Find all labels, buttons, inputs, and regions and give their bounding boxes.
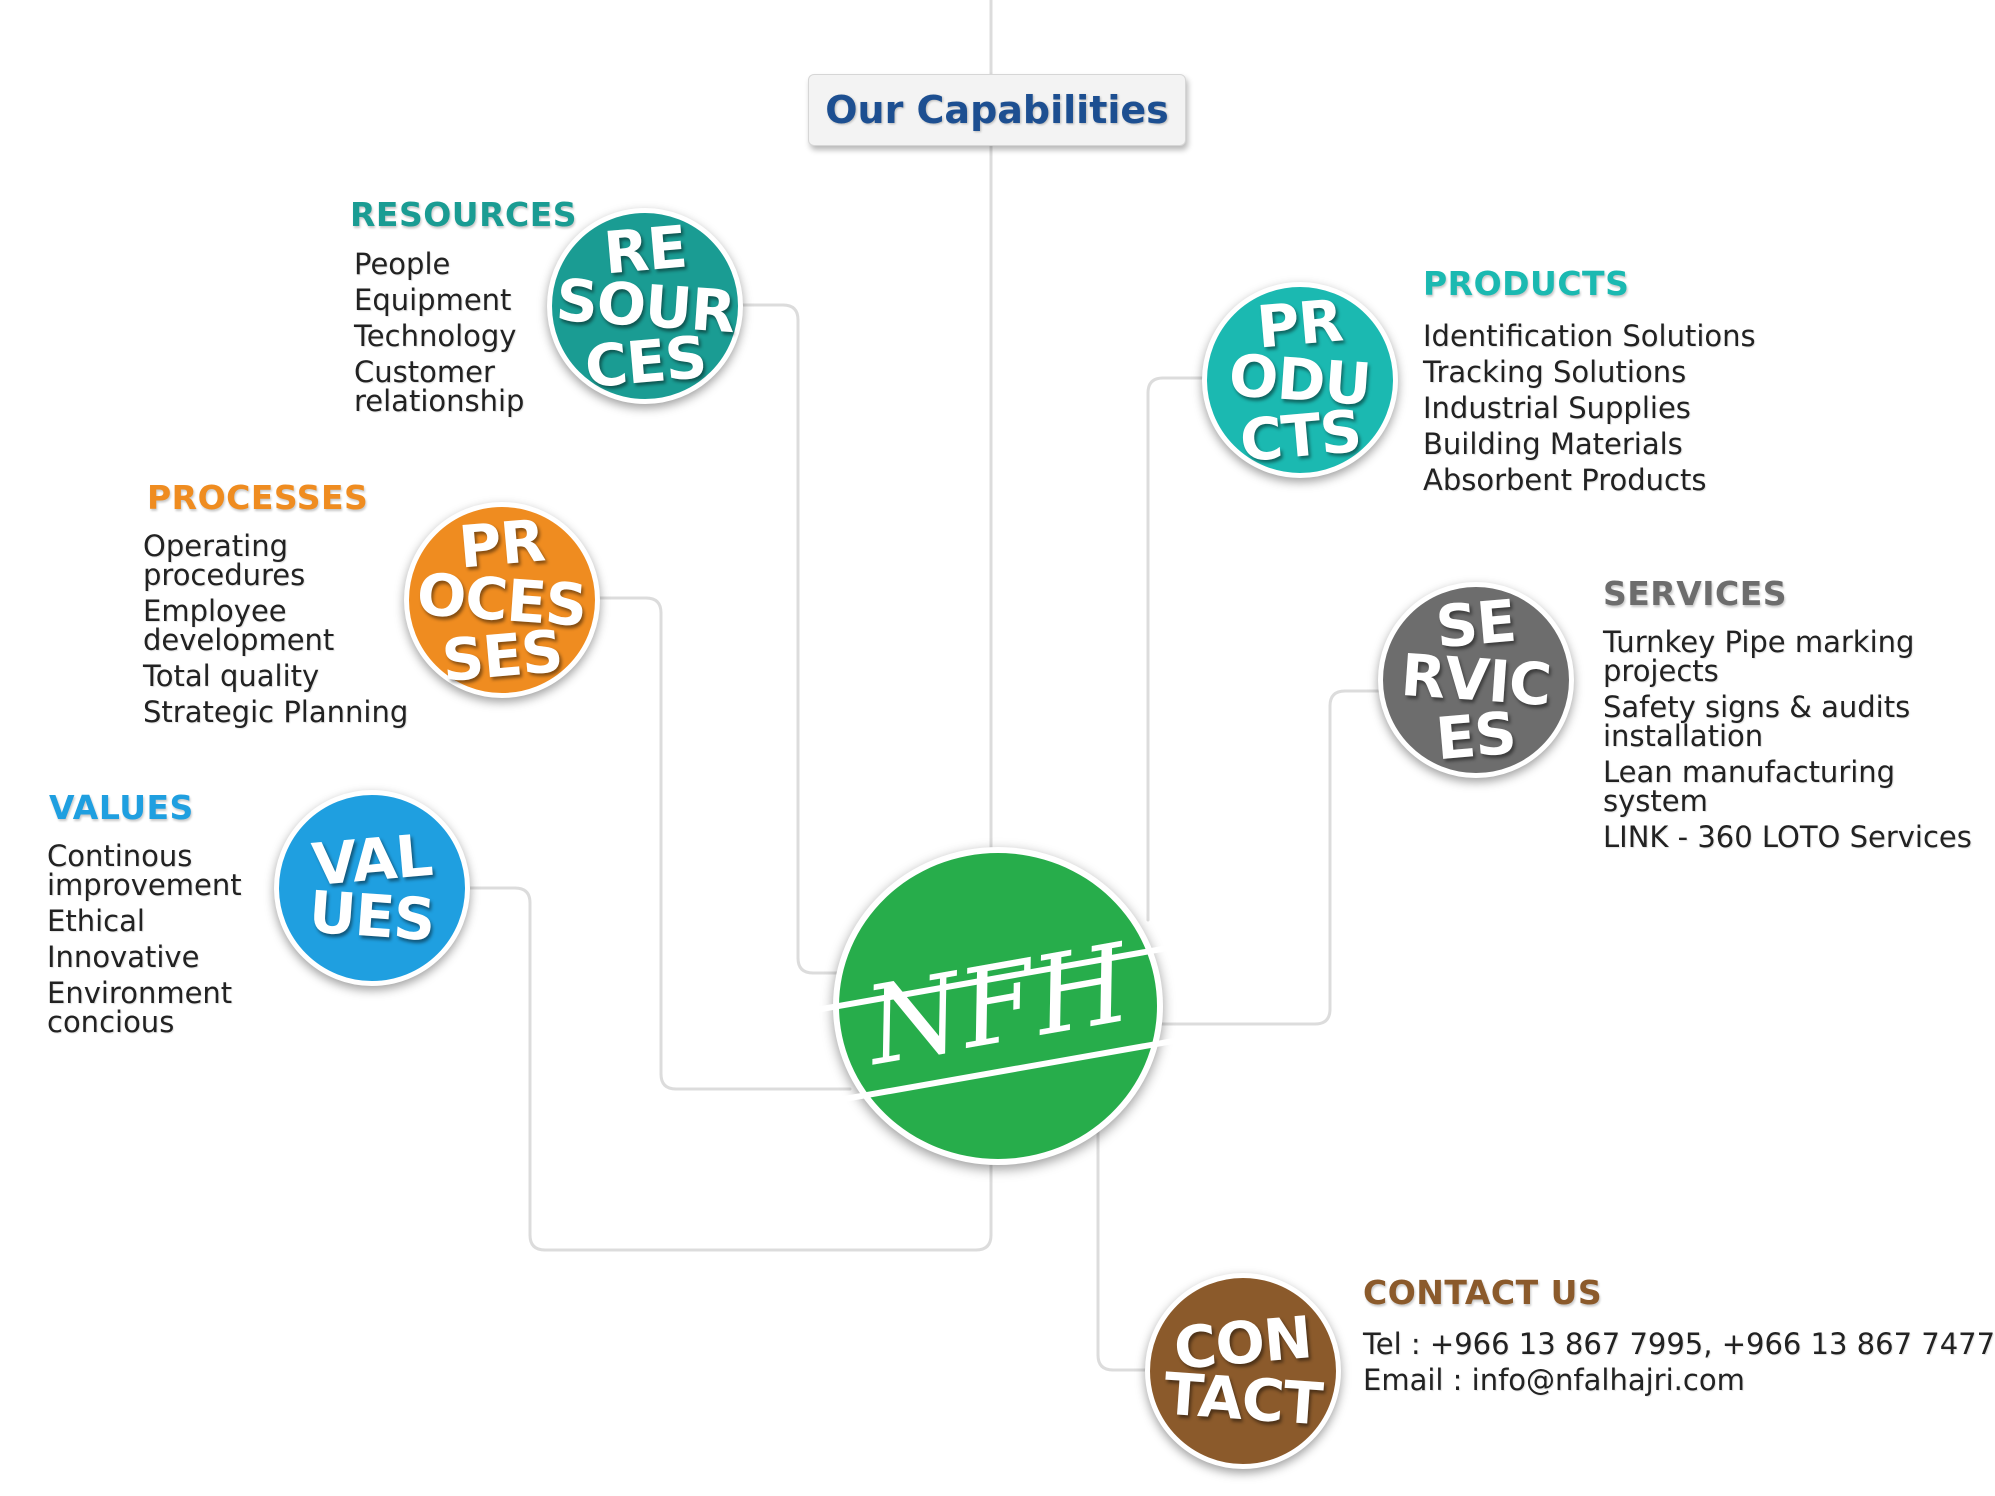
list-item: Operating procedures	[143, 529, 306, 592]
list-item: Tracking Solutions	[1423, 355, 1687, 389]
list-item: Absorbent Products	[1423, 463, 1707, 497]
list-item: Technology	[354, 319, 517, 353]
connector-products	[1146, 376, 1204, 922]
contact-list: Tel : +966 13 867 7995, +966 13 867 7477…	[1363, 1330, 1995, 1402]
connector-resources	[741, 303, 842, 975]
bubble-text: SES	[439, 616, 565, 696]
connector-services	[1156, 689, 1380, 1026]
products-bubble: PR ODU CTS	[1202, 282, 1398, 478]
values-bubble: VAL UES	[274, 790, 470, 986]
list-item: Turnkey Pipe marking projects	[1603, 625, 1915, 688]
list-item: Innovative	[47, 940, 200, 974]
connector-contact	[1096, 1120, 1154, 1372]
list-item: People	[354, 247, 451, 281]
connector-values	[468, 886, 993, 1252]
nfh-logo: NFH	[811, 847, 1207, 1165]
list-item: Total quality	[143, 659, 320, 693]
contact-phone: Tel : +966 13 867 7995, +966 13 867 7477	[1363, 1327, 1995, 1361]
contact-heading: CONTACT US	[1363, 1273, 1603, 1312]
list-item: Customer relationship	[354, 355, 525, 418]
contact-bubble: CON TACT	[1145, 1273, 1341, 1469]
processes-list: Operating procedures Employee developmen…	[143, 529, 409, 734]
list-item: Environment concious	[47, 976, 233, 1039]
products-list: Identification Solutions Tracking Soluti…	[1423, 322, 1756, 502]
list-item: Lean manufacturing system	[1603, 755, 1896, 818]
resources-bubble: RE SOUR CES	[547, 208, 743, 404]
services-heading: SERVICES	[1603, 574, 1788, 613]
bubble-text: UES	[307, 877, 437, 955]
title-box: Our Capabilities	[808, 74, 1186, 146]
values-heading: VALUES	[49, 788, 194, 827]
list-item: Equipment	[354, 283, 512, 317]
services-bubble: SE RVIC ES	[1378, 582, 1574, 778]
resources-list: People Equipment Technology Customer rel…	[354, 250, 554, 423]
list-item: LINK - 360 LOTO Services	[1603, 820, 1972, 854]
values-list: Continous improvement Ethical Innovative…	[47, 842, 262, 1044]
bubble-text: TACT	[1161, 1359, 1325, 1439]
list-item: Safety signs & audits installation	[1603, 690, 1911, 753]
list-item: Continous improvement	[47, 839, 242, 902]
bubble-text: CTS	[1236, 396, 1364, 476]
logo-text: NFH	[857, 921, 1139, 1090]
list-item: Ethical	[47, 904, 145, 938]
services-list: Turnkey Pipe marking projects Safety sig…	[1603, 625, 1972, 859]
products-heading: PRODUCTS	[1423, 264, 1630, 303]
list-item: Identification Solutions	[1423, 319, 1756, 353]
list-item: Industrial Supplies	[1423, 391, 1691, 425]
list-item: Employee development	[143, 594, 335, 657]
bubble-text: ES	[1433, 698, 1519, 774]
connector-processes	[598, 596, 852, 1091]
list-item: Building Materials	[1423, 427, 1683, 461]
processes-bubble: PR OCES SES	[404, 502, 600, 698]
contact-email: Email : info@nfalhajri.com	[1363, 1363, 1745, 1397]
processes-heading: PROCESSES	[147, 478, 369, 517]
page-title: Our Capabilities	[825, 88, 1169, 132]
list-item: Strategic Planning	[143, 695, 409, 729]
bubble-text: CES	[581, 322, 709, 402]
resources-heading: RESOURCES	[350, 195, 578, 234]
